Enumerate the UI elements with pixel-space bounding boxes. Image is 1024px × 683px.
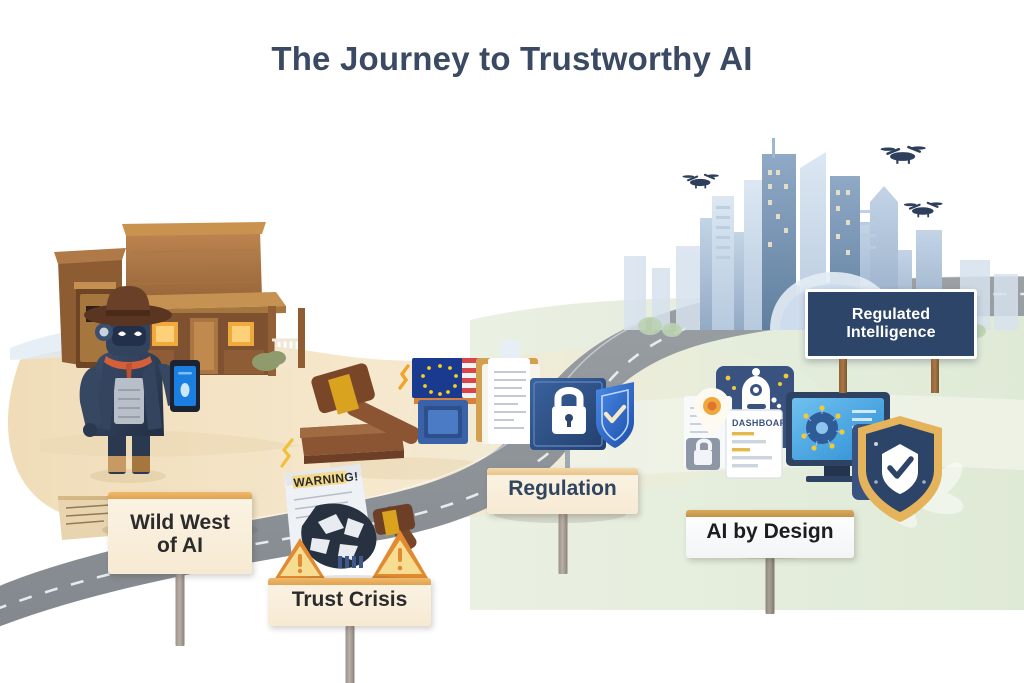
signpost-label-wild-west: Wild West of AI [130, 510, 230, 557]
signpost-post [765, 558, 775, 614]
signpost-board: Wild West of AI [108, 492, 252, 574]
billboard-leg-right [931, 359, 939, 393]
signpost-cap [268, 578, 431, 585]
signpost-post [175, 574, 185, 646]
drones [682, 145, 943, 218]
signpost-board: Regulation [487, 468, 638, 514]
signpost-cap [686, 510, 854, 517]
signpost-label-regulation: Regulation [508, 477, 617, 501]
svg-text:WARNING!: WARNING! [293, 469, 359, 490]
signpost-regulation[interactable]: Regulation [487, 468, 638, 574]
signpost-board: AI by Design [686, 510, 854, 558]
signpost-ai-by-design[interactable]: AI by Design [686, 510, 854, 614]
billboard-leg-left [839, 359, 847, 393]
billboard-regulated-intelligence[interactable]: Regulated Intelligence [805, 289, 977, 393]
regulation-icons [412, 340, 634, 478]
signpost-label-trust-crisis: Trust Crisis [291, 588, 408, 612]
signpost-post [558, 514, 567, 574]
trust-crisis-icons: WARNING! [274, 438, 428, 580]
signpost-trust-crisis[interactable]: Trust Crisis [268, 578, 431, 683]
ai-by-design-icons: DASHBOARD [684, 366, 942, 522]
signpost-cap [108, 492, 252, 499]
warning-triangle-right [372, 530, 428, 578]
billboard-label: Regulated Intelligence [846, 306, 936, 341]
page-title: The Journey to Trustworthy AI [271, 40, 753, 77]
cowboy-robot [79, 286, 200, 483]
signpost-label-ai-by-design: AI by Design [706, 520, 834, 544]
gavel-icon [300, 363, 426, 464]
saloon-building [54, 222, 305, 376]
signpost-wild-west[interactable]: Wild West of AI [108, 492, 252, 646]
signpost-board: Trust Crisis [268, 578, 431, 626]
svg-text:DASHBOARD: DASHBOARD [732, 418, 793, 428]
signpost-post [345, 626, 354, 683]
billboard-panel: Regulated Intelligence [805, 289, 977, 359]
scene-illustration: WARNING! [0, 110, 1024, 670]
warning-triangle-left [274, 538, 326, 580]
signpost-cap [487, 468, 638, 475]
